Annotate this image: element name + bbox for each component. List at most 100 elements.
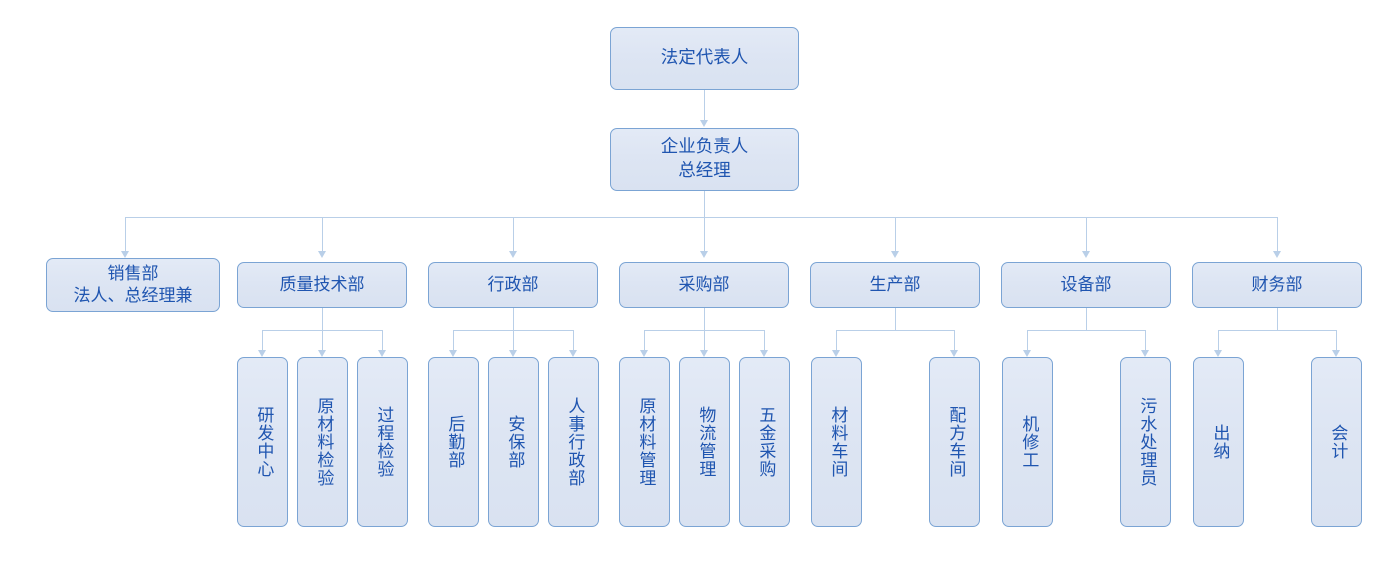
node-hardware-purchasing[interactable]: 五金采购: [739, 357, 790, 527]
node-production[interactable]: 生产部: [810, 262, 980, 308]
node-mechanic[interactable]: 机修工: [1002, 357, 1053, 527]
drop-line-production: [895, 217, 896, 253]
node-material-workshop[interactable]: 材料车间: [811, 357, 862, 527]
drop-line-formula-workshop: [954, 330, 955, 352]
node-rd-center-label: 研发中心: [253, 406, 274, 478]
node-accountant-label: 会计: [1327, 424, 1348, 460]
node-legal-representative[interactable]: 法定代表人: [610, 27, 799, 90]
arrow-equipment: [1082, 251, 1090, 258]
connector-purchasing-stem: [704, 308, 705, 331]
drop-line-raw-material-inspection: [322, 330, 323, 352]
drop-line-raw-material-management: [644, 330, 645, 352]
drop-line-administration: [513, 217, 514, 253]
node-sewage-operator[interactable]: 污水处理员: [1120, 357, 1171, 527]
connector-quality-stem: [322, 308, 323, 331]
arrow-hardware-purchasing: [760, 350, 768, 357]
node-equipment-label: 设备部: [1060, 274, 1112, 295]
connector-legalrep-to-gm: [704, 90, 705, 122]
equipment-sub-bus: [1027, 330, 1146, 331]
node-material-workshop-label: 材料车间: [827, 406, 848, 478]
finance-sub-bus: [1218, 330, 1337, 331]
drop-line-material-workshop: [836, 330, 837, 352]
node-security-dept-label: 安保部: [504, 415, 525, 469]
node-administration[interactable]: 行政部: [428, 262, 598, 308]
arrow-production: [891, 251, 899, 258]
drop-line-quality: [322, 217, 323, 253]
node-hr-admin-dept[interactable]: 人事行政部: [548, 357, 599, 527]
arrow-formula-workshop: [950, 350, 958, 357]
arrow-security-dept: [509, 350, 517, 357]
arrow-sales: [121, 251, 129, 258]
node-logistics-dept[interactable]: 后勤部: [428, 357, 479, 527]
node-sales-label: 销售部 法人、总经理兼: [73, 263, 193, 306]
node-process-inspection-label: 过程检验: [373, 406, 394, 478]
drop-line-accountant: [1336, 330, 1337, 352]
node-formula-workshop[interactable]: 配方车间: [929, 357, 980, 527]
node-accountant[interactable]: 会计: [1311, 357, 1362, 527]
drop-line-rd-center: [262, 330, 263, 352]
node-cashier[interactable]: 出纳: [1193, 357, 1244, 527]
node-finance[interactable]: 财务部: [1192, 262, 1362, 308]
drop-line-equipment: [1086, 217, 1087, 253]
drop-line-process-inspection: [382, 330, 383, 352]
connector-finance-stem: [1277, 308, 1278, 331]
arrow-legalrep-to-gm: [700, 120, 708, 127]
arrow-rd-center: [258, 350, 266, 357]
node-production-label: 生产部: [869, 274, 921, 295]
arrow-logistics-management: [700, 350, 708, 357]
node-hardware-purchasing-label: 五金采购: [755, 406, 776, 478]
drop-line-sewage-operator: [1145, 330, 1146, 352]
department-bus-line: [125, 217, 1278, 218]
node-logistics-dept-label: 后勤部: [444, 415, 465, 469]
arrow-quality: [318, 251, 326, 258]
node-sales[interactable]: 销售部 法人、总经理兼: [46, 258, 220, 312]
arrow-administration: [509, 251, 517, 258]
connector-production-stem: [895, 308, 896, 331]
node-logistics-management[interactable]: 物流管理: [679, 357, 730, 527]
connector-gm-to-bus: [704, 191, 705, 218]
node-raw-material-inspection-label: 原材料检验: [313, 397, 334, 487]
drop-line-purchasing: [704, 217, 705, 253]
arrow-logistics-dept: [449, 350, 457, 357]
node-general-manager-label: 企业负责人 总经理: [660, 137, 749, 181]
node-formula-workshop-label: 配方车间: [945, 406, 966, 478]
node-finance-label: 财务部: [1251, 274, 1303, 295]
node-rd-center[interactable]: 研发中心: [237, 357, 288, 527]
node-raw-material-management-label: 原材料管理: [635, 397, 656, 487]
arrow-raw-material-management: [640, 350, 648, 357]
node-purchasing[interactable]: 采购部: [619, 262, 789, 308]
node-administration-label: 行政部: [487, 274, 539, 295]
node-sewage-operator-label: 污水处理员: [1136, 397, 1157, 487]
connector-administration-stem: [513, 308, 514, 331]
arrow-raw-material-inspection: [318, 350, 326, 357]
node-quality-tech[interactable]: 质量技术部: [237, 262, 407, 308]
arrow-purchasing: [700, 251, 708, 258]
node-quality-tech-label: 质量技术部: [279, 274, 365, 295]
drop-line-logistics-dept: [453, 330, 454, 352]
node-general-manager[interactable]: 企业负责人 总经理: [610, 128, 799, 191]
drop-line-security-dept: [513, 330, 514, 352]
arrow-hr-admin-dept: [569, 350, 577, 357]
node-security-dept[interactable]: 安保部: [488, 357, 539, 527]
node-hr-admin-dept-label: 人事行政部: [564, 397, 585, 487]
drop-line-logistics-management: [704, 330, 705, 352]
node-legal-representative-label: 法定代表人: [660, 47, 749, 68]
production-sub-bus: [836, 330, 955, 331]
drop-line-hr-admin-dept: [573, 330, 574, 352]
node-process-inspection[interactable]: 过程检验: [357, 357, 408, 527]
node-cashier-label: 出纳: [1209, 424, 1230, 460]
arrow-process-inspection: [378, 350, 386, 357]
drop-line-sales: [125, 217, 126, 253]
node-raw-material-management[interactable]: 原材料管理: [619, 357, 670, 527]
arrow-finance: [1273, 251, 1281, 258]
node-logistics-management-label: 物流管理: [695, 406, 716, 478]
node-purchasing-label: 采购部: [678, 274, 730, 295]
node-equipment[interactable]: 设备部: [1001, 262, 1171, 308]
drop-line-hardware-purchasing: [764, 330, 765, 352]
node-raw-material-inspection[interactable]: 原材料检验: [297, 357, 348, 527]
arrow-material-workshop: [832, 350, 840, 357]
node-mechanic-label: 机修工: [1018, 415, 1039, 469]
connector-equipment-stem: [1086, 308, 1087, 331]
arrow-mechanic: [1023, 350, 1031, 357]
